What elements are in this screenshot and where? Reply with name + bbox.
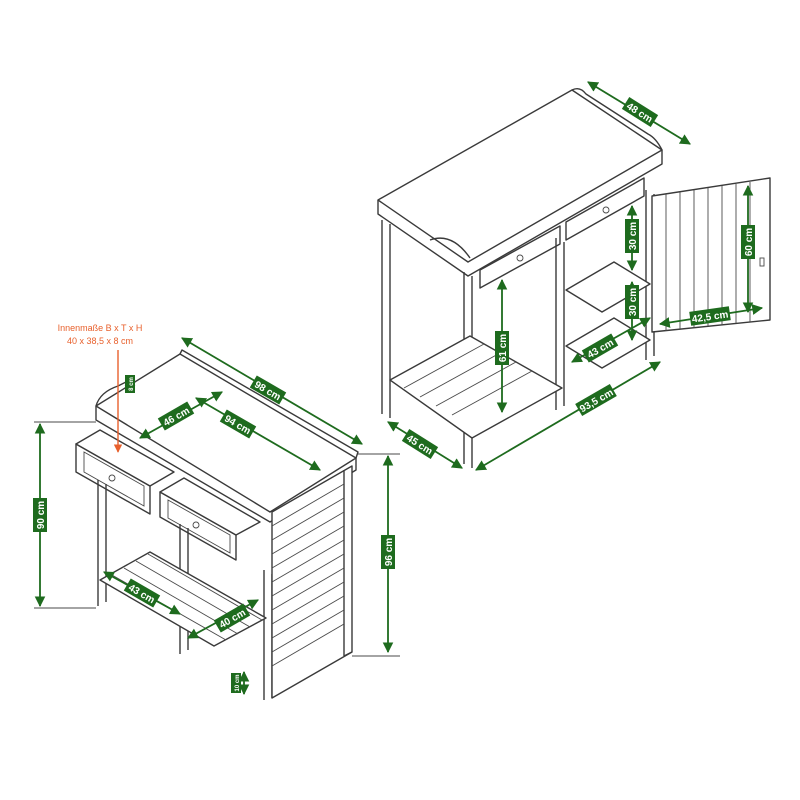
left-shelf <box>99 551 267 647</box>
left-drawer-2 <box>159 477 261 561</box>
label-compartment-upper: 30 cm <box>625 219 639 253</box>
right-compartment-shelf <box>565 261 651 313</box>
label-compartment-lower: 30 cm <box>625 285 639 319</box>
right-shelf <box>389 335 563 439</box>
svg-text:10 cm: 10 cm <box>235 674 241 691</box>
svg-text:96 cm: 96 cm <box>384 538 395 566</box>
svg-text:30 cm: 30 cm <box>628 288 639 316</box>
door-handle-icon <box>759 257 765 267</box>
label-height-side: 96 cm <box>381 535 395 569</box>
label-height-total: 90 cm <box>33 498 47 532</box>
label-width-base: 93,5 cm <box>575 383 617 417</box>
label-door-height: 60 cm <box>741 225 755 259</box>
svg-text:42,5 cm: 42,5 cm <box>691 309 729 325</box>
svg-text:90 cm: 90 cm <box>36 501 47 529</box>
svg-text:8 cm: 8 cm <box>129 377 135 391</box>
svg-text:61 cm: 61 cm <box>498 334 509 362</box>
label-door-width: 42,5 cm <box>689 306 731 326</box>
inner-dimensions-note-title: Innenmaße B x T x H <box>58 323 143 333</box>
right-drawer-1 <box>479 225 561 289</box>
svg-text:30 cm: 30 cm <box>628 222 639 250</box>
left-side-panel <box>271 465 353 699</box>
label-foot-height: 10 cm <box>231 673 241 693</box>
svg-text:60 cm: 60 cm <box>744 228 755 256</box>
right-table-view <box>377 87 771 468</box>
label-drawer-height: 8 cm <box>125 375 135 393</box>
label-depth-base: 45 cm <box>401 429 439 459</box>
left-drawer-1 <box>75 429 175 515</box>
label-depth-top: 48 cm <box>621 97 659 127</box>
right-drawer-2 <box>565 177 645 241</box>
inner-dimensions-note-values: 40 x 38,5 x 8 cm <box>67 336 133 346</box>
label-leg-height: 61 cm <box>495 331 509 365</box>
